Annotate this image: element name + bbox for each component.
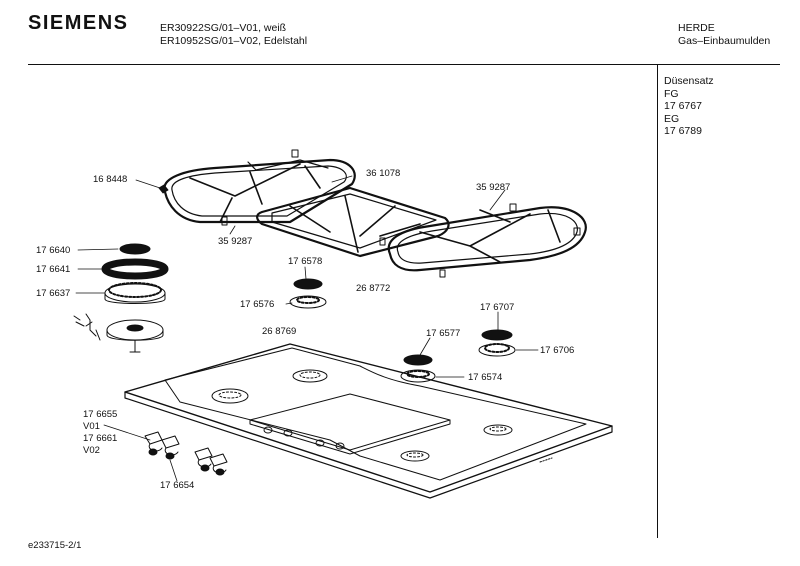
nozzle-set-title: Düsensatz	[664, 75, 714, 87]
grate-foot	[379, 237, 386, 246]
part-label-176637: 17 6637	[36, 288, 71, 299]
grate-foot	[221, 216, 228, 226]
model-line-2: ER10952SG/01–V02, Edelstahl	[160, 35, 308, 47]
control-knobs	[144, 431, 228, 476]
grate-buffer-168448	[158, 184, 169, 194]
burner-cap-176578	[293, 278, 323, 290]
part-label-359287-right: 35 9287	[476, 182, 511, 193]
part-label-359287-left: 35 9287	[218, 236, 253, 247]
hob-knob-holes	[263, 426, 345, 450]
part-label-176574: 17 6574	[468, 372, 503, 383]
part-label-361078: 36 1078	[366, 168, 401, 179]
pan-support-right	[387, 203, 587, 278]
burner-ring-176641	[101, 258, 169, 280]
hob-top-plate	[124, 343, 613, 499]
grate-foot	[573, 227, 581, 236]
ignition-electrode	[73, 313, 101, 341]
eg-label: EG	[664, 112, 680, 125]
leader-lines	[75, 175, 539, 482]
part-label-176576: 17 6576	[240, 299, 275, 310]
burner-base-left	[106, 319, 164, 353]
grate-foot	[509, 203, 517, 212]
drawing-id: e233715-2/1	[28, 540, 82, 551]
part-label-176640: 17 6640	[36, 245, 71, 256]
part-label-176655: 17 6655	[83, 409, 118, 420]
variant-label-v01: V01	[83, 421, 100, 432]
part-label-176577: 17 6577	[426, 328, 461, 339]
model-line-1: ER30922SG/01–V01, weiß	[160, 22, 287, 34]
burner-head-176637	[104, 282, 166, 304]
hob-marking	[539, 457, 553, 463]
part-label-176654: 17 6654	[160, 480, 195, 491]
part-label-176661: 17 6661	[83, 433, 118, 444]
burner-cap-176707	[481, 329, 513, 341]
fg-part-number: 17 6767	[664, 100, 702, 112]
grate-foot	[291, 149, 299, 158]
burner-cap-176577	[403, 354, 433, 366]
category-line-1: HERDE	[678, 22, 715, 34]
grate-foot	[439, 269, 446, 278]
part-label-176706: 17 6706	[540, 345, 575, 356]
part-label-168448: 16 8448	[93, 174, 128, 185]
burner-head-176706	[478, 343, 516, 357]
pan-support-left	[163, 149, 356, 226]
header-divider	[28, 64, 780, 65]
part-label-268772: 26 8772	[356, 283, 391, 294]
hob-burner-openings	[211, 369, 513, 462]
part-label-176707: 17 6707	[480, 302, 515, 313]
nozzle-set-panel: Düsensatz FG 17 6767 EG 17 6789	[664, 75, 714, 138]
burner-cap-176640	[119, 243, 151, 255]
brand-logo: SIEMENS	[28, 12, 129, 34]
part-label-176578: 17 6578	[288, 256, 323, 267]
pan-support-center	[256, 186, 450, 258]
category-line-2: Gas–Einbaumulden	[678, 35, 771, 47]
eg-part-number: 17 6789	[664, 125, 702, 137]
part-label-268769: 26 8769	[262, 326, 297, 337]
burner-head-176576	[289, 295, 327, 309]
fg-label: FG	[664, 87, 679, 100]
sidebar-divider	[657, 64, 658, 538]
part-label-176641: 17 6641	[36, 264, 71, 275]
variant-label-v02: V02	[83, 445, 100, 456]
